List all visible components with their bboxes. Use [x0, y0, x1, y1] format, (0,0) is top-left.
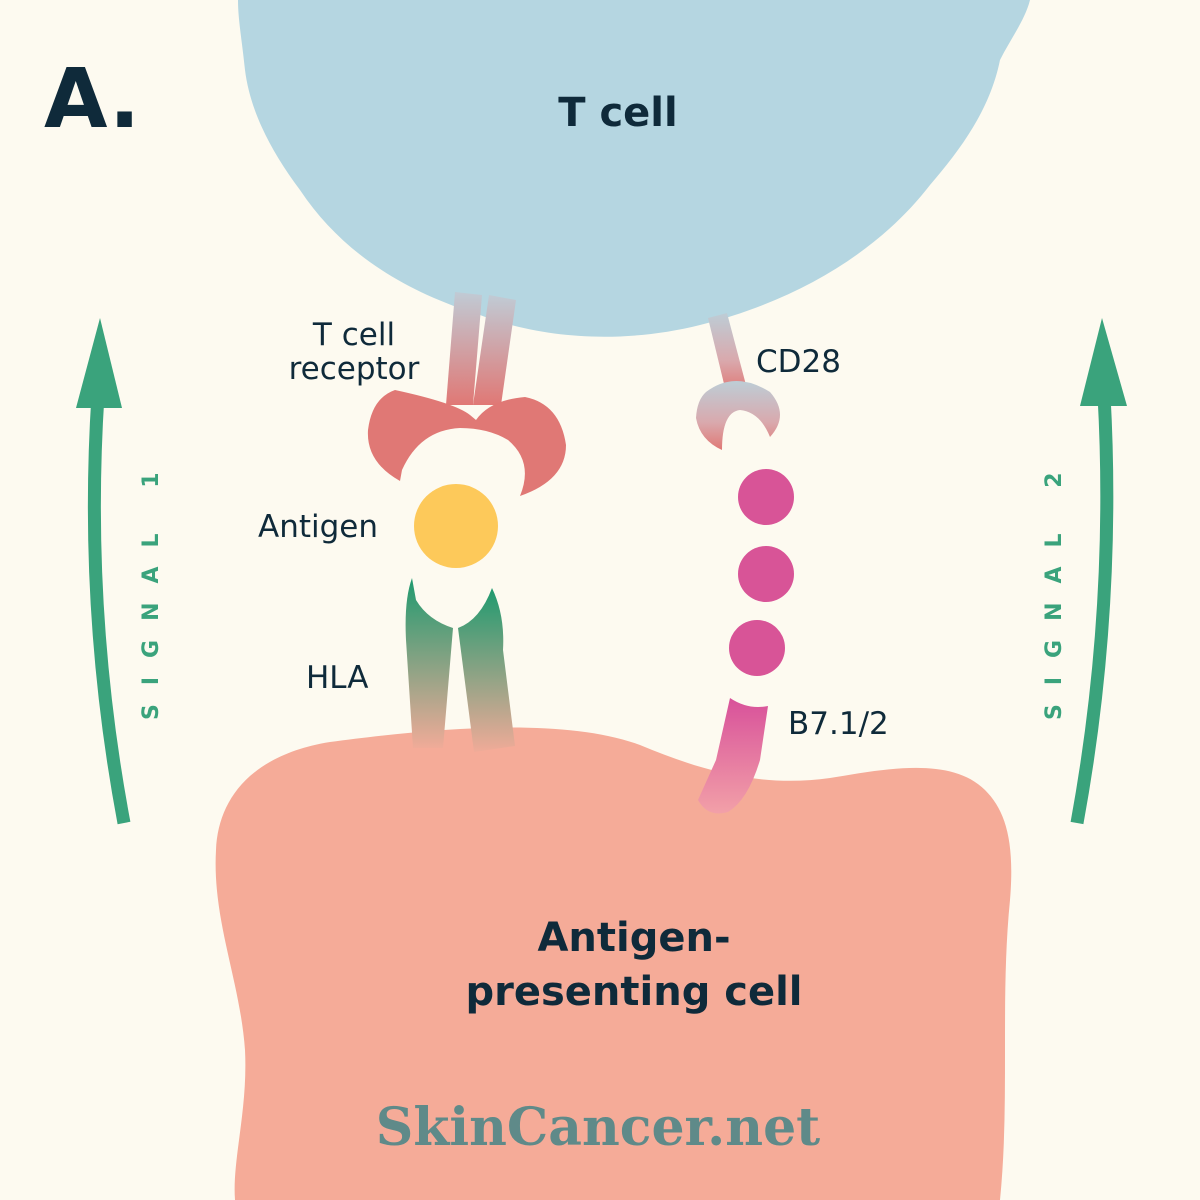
tcr-label-line2: receptor — [289, 351, 420, 387]
hla-right-arm — [458, 588, 515, 752]
signal-1-label: SIGNAL 1 — [139, 453, 164, 720]
apc-body — [215, 727, 1012, 1200]
t-cell-title: T cell — [558, 90, 677, 136]
tcr-stalk-left — [446, 292, 482, 405]
b7-bead-1 — [738, 469, 794, 525]
tcr-label-line1: T cell — [312, 317, 395, 353]
apc-title-line2: presenting cell — [465, 969, 802, 1015]
brand-logo: SkinCancer.net — [376, 1097, 820, 1158]
t-cell-body — [238, 0, 1030, 337]
signal-2-label: SIGNAL 2 — [1042, 453, 1067, 720]
b7-bead-2 — [738, 546, 794, 602]
panel-label: A. — [44, 52, 140, 147]
signal-1-arrow — [76, 318, 131, 825]
b7-bead-3 — [729, 620, 785, 676]
hla-left-arm — [405, 578, 453, 748]
antigen-label: Antigen — [258, 509, 378, 545]
tcr-cup — [367, 390, 566, 496]
cd28-stalk — [708, 313, 746, 392]
signal-2-arrow — [1070, 318, 1127, 825]
cd28-label: CD28 — [756, 344, 841, 380]
cd28-hook — [696, 381, 780, 450]
b7-label: B7.1/2 — [788, 706, 889, 742]
hla-label: HLA — [306, 660, 369, 696]
b7-stalk — [698, 698, 768, 814]
tcr-stalk-right — [473, 295, 516, 405]
apc-title-line1: Antigen- — [537, 915, 730, 961]
antigen-sphere — [414, 484, 498, 568]
